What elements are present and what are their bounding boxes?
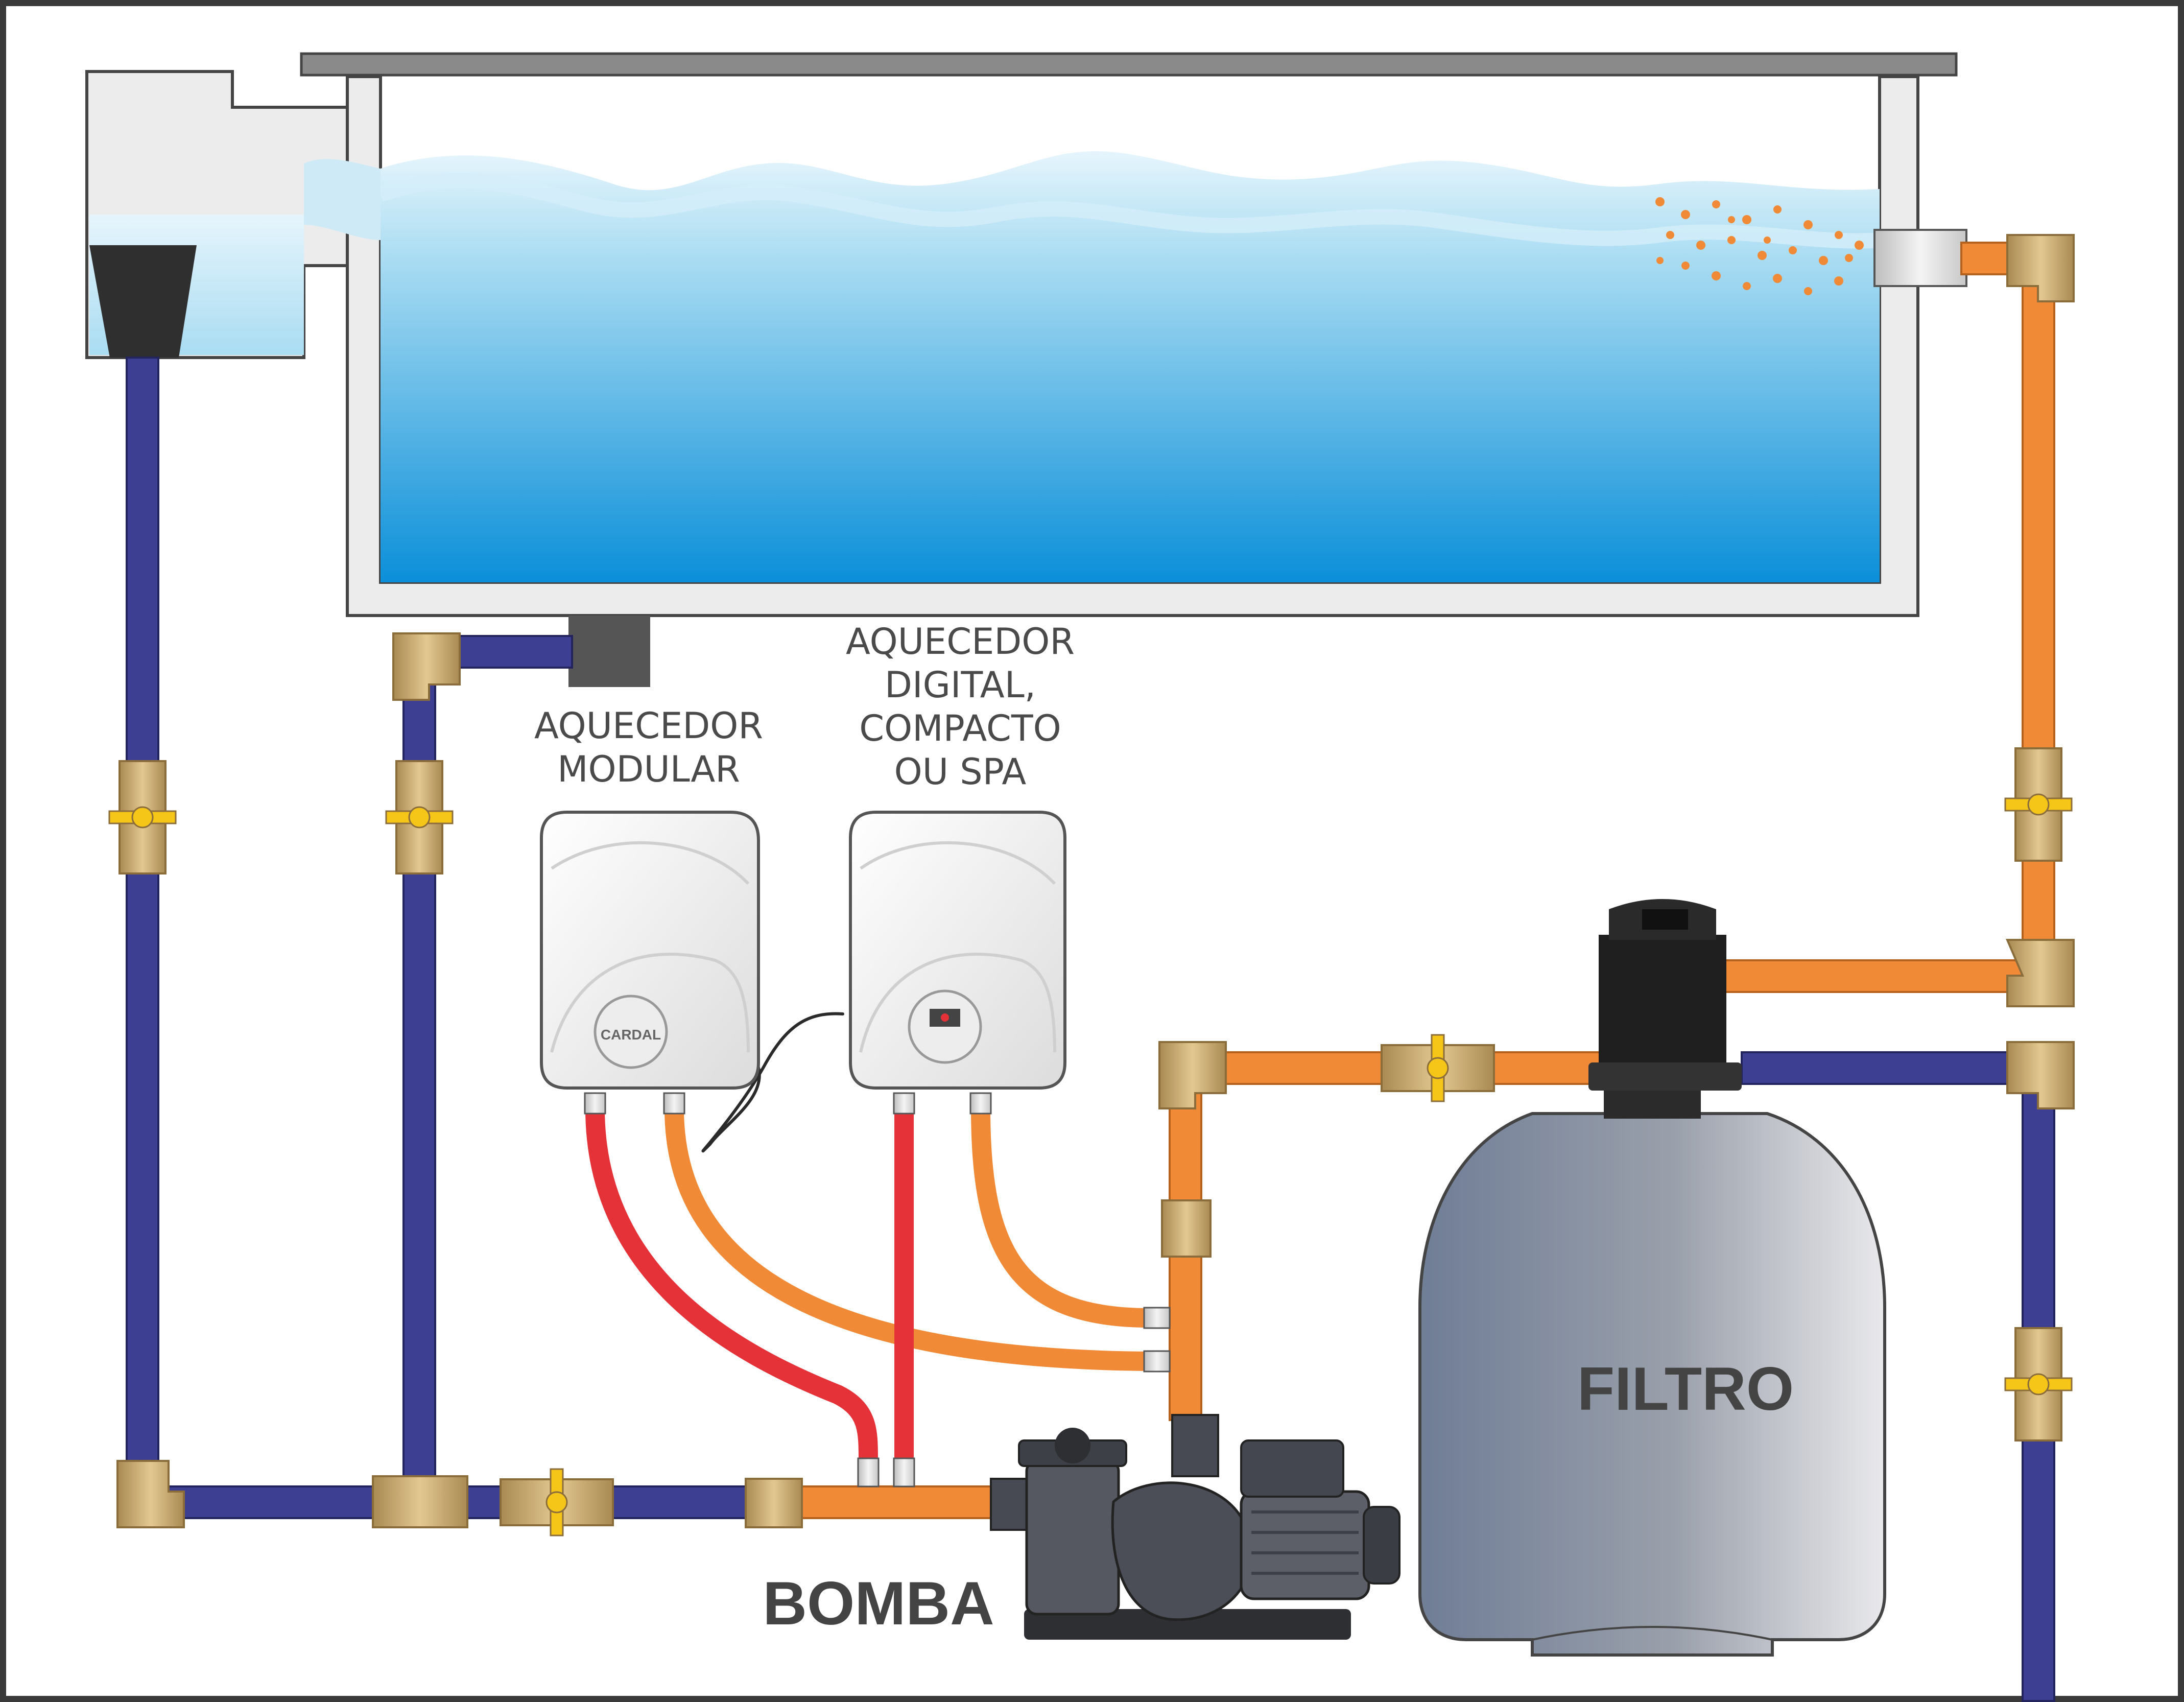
gate-valve-icon[interactable] (500, 1468, 614, 1536)
sand-filter-icon[interactable] (1418, 899, 1886, 1657)
heater-digital-label-line: AQUECEDOR (846, 621, 1075, 663)
main-drain (568, 616, 650, 687)
elbow-fittings (116, 234, 2075, 1528)
filter-label: FILTRO (1577, 1355, 1794, 1423)
heater-digital[interactable] (849, 811, 1066, 1090)
union-fitting (1161, 1199, 1212, 1258)
skimmer-mouth-water (304, 159, 381, 240)
return-bubbles (1655, 197, 1864, 295)
filter-legs-cutout (1532, 1626, 1773, 1641)
pool-water-surface (378, 173, 1881, 249)
union-fitting (745, 1478, 803, 1528)
pump-motor (1240, 1490, 1370, 1600)
elbow-fitting-icon (2005, 939, 2075, 1007)
elbow-fitting-icon (392, 632, 461, 701)
heater-hoses (585, 1012, 1159, 1471)
heater-modular-label-line: MODULAR (557, 748, 740, 790)
pool-deck (300, 52, 1958, 77)
pump-inlet-collar (990, 1478, 1033, 1531)
heater-modular-label-line: AQUECEDOR (534, 705, 763, 747)
pool (85, 52, 1967, 687)
filter-valve-collar (1588, 1062, 1742, 1091)
heater-link-cable (701, 1012, 844, 1153)
hose-connectors (584, 1092, 1171, 1487)
pump-junction-box (1240, 1439, 1344, 1498)
skimmer-basket (89, 245, 197, 358)
pump-outlet-collar (1171, 1414, 1219, 1477)
heater-modular-label: AQUECEDOR MODULAR (534, 705, 763, 790)
pool-water (381, 151, 1880, 582)
pump-label: BOMBA (763, 1569, 994, 1638)
filter-outlet-pipe-h (1715, 959, 2034, 993)
pump-end-cap (1363, 1506, 1400, 1585)
pump-icon[interactable] (990, 1414, 1400, 1640)
heater-modular[interactable]: CARDAL (540, 811, 760, 1090)
elbow-fitting-icon (2006, 1041, 2075, 1109)
brand-label: CARDAL (601, 1027, 661, 1043)
filter-tank (1418, 1112, 1886, 1657)
heater-icon (849, 811, 1066, 1090)
heater-panel-curve (859, 953, 1056, 1053)
heater-panel-curve (550, 953, 750, 1053)
heater-badge (594, 995, 668, 1069)
gate-valve-icon[interactable] (2004, 747, 2073, 862)
return-nozzle (1873, 229, 1967, 287)
return-pipe-v (2022, 254, 2055, 982)
valves[interactable] (108, 747, 2073, 1536)
heater-digital-label-line: DIGITAL, (885, 664, 1036, 706)
gate-valve-icon[interactable] (1381, 1034, 1495, 1102)
pump-volute (1111, 1481, 1253, 1621)
heater-icon (540, 811, 760, 1090)
display-led (941, 1013, 949, 1022)
gate-valve-icon[interactable] (385, 760, 454, 874)
skimmer-suction-pipe (126, 357, 159, 1498)
filter-drain-pipe-h (1741, 1051, 2049, 1085)
elbow-fitting-icon (2006, 234, 2075, 302)
tee-fitting-icon (372, 1475, 468, 1528)
pump-strainer-body (1025, 1459, 1120, 1616)
heater-digital-label-line: COMPACTO (859, 707, 1061, 749)
pump-inlet-pipe (796, 1485, 1012, 1519)
pump-base (1024, 1609, 1351, 1640)
filter-valve-body (1599, 935, 1726, 1083)
modular-hot-hose (585, 1099, 878, 1471)
pump-motor-fins (1251, 1510, 1359, 1575)
heater-panel-curve (551, 841, 750, 885)
gate-valve-icon[interactable] (2004, 1327, 2073, 1441)
modular-return-hose (664, 1099, 1159, 1371)
pump-lid-knob (1055, 1428, 1090, 1463)
heater-digital-label-line: OU SPA (894, 751, 1027, 793)
digital-return-hose (971, 1099, 1159, 1328)
heater-digital-label: AQUECEDOR DIGITAL, COMPACTO OU SPA (846, 621, 1075, 793)
elbow-fitting-icon (116, 1460, 185, 1528)
filter-valve-cap (1642, 909, 1688, 930)
heater-panel-curve (860, 841, 1056, 885)
gate-valve-icon[interactable] (108, 760, 177, 874)
elbow-fitting-icon (1158, 1041, 1227, 1109)
